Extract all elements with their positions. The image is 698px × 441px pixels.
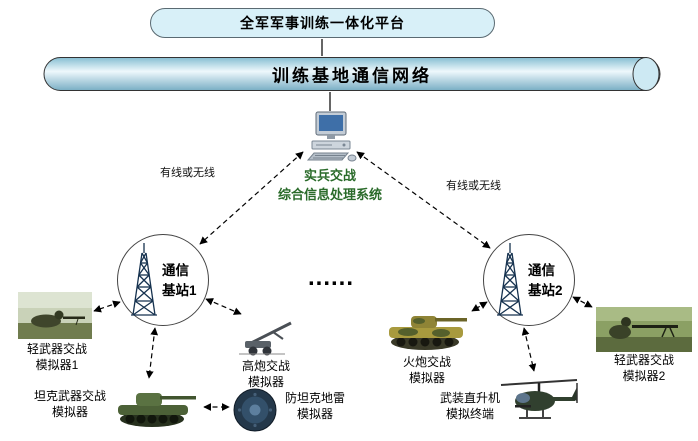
link-label-left: 有线或无线: [160, 167, 215, 179]
light-weapon-simulator-2-label: 轻武器交战 模拟器2: [598, 353, 690, 384]
link-station1-aagun: [205, 298, 242, 315]
base-station-1-line2: 基站1: [162, 283, 197, 299]
link-station1-tank: [145, 327, 159, 379]
base-station-2-line1: 通信: [528, 263, 555, 278]
base-station-1-line1: 通信: [162, 263, 189, 278]
device-label-line: 武装直升机: [439, 391, 500, 405]
device-label-line: 防坦克地雷: [284, 391, 345, 405]
link-station2-artillery: [471, 301, 488, 312]
tank-icon: [118, 393, 196, 427]
light-weapon-simulator-2-image: [596, 307, 692, 357]
link-processing-station2: [356, 151, 491, 249]
processing-system-label-line1: 实兵交战: [303, 168, 356, 183]
helicopter-terminal-label: 武装直升机 模拟终端: [436, 391, 504, 422]
helicopter-icon: [500, 379, 578, 419]
device-label-line: 轻武器交战: [613, 353, 674, 367]
artillery-simulator-image: [383, 307, 471, 357]
soldier-photo-icon: [18, 292, 92, 339]
link-processing-station1: [199, 151, 304, 245]
device-label-line: 坦克武器交战: [33, 389, 106, 403]
platform-title-label: 全军军事训练一体化平台: [240, 15, 405, 31]
aa-gun-simulator-image: [233, 317, 299, 362]
device-label-line: 火炮交战: [402, 355, 451, 369]
camo-tank-icon: [389, 316, 467, 350]
artillery-simulator-label: 火炮交战 模拟器: [386, 355, 468, 386]
base-station-2-line2: 基站2: [528, 283, 563, 299]
processing-system-label-line2: 综合信息处理系统: [277, 186, 382, 202]
link-station2-helicopter: [521, 327, 537, 372]
link-station1-lightweapon1: [93, 300, 121, 313]
tank-weapon-simulator-label: 坦克武器交战 模拟器: [26, 389, 114, 420]
network-bus-label: 训练基地通信网络: [272, 66, 432, 86]
device-label-line: 模拟终端: [445, 406, 494, 421]
device-label-line: 模拟器2: [622, 368, 666, 383]
ellipsis-dots: ......: [308, 264, 355, 291]
aa-gun-icon: [239, 321, 292, 356]
light-weapon-simulator-1-image: [18, 292, 92, 344]
machine-gunner-photo-icon: [596, 307, 692, 352]
processing-system-label: 实兵交战 综合信息处理系统: [245, 167, 415, 205]
link-label-right: 有线或无线: [446, 180, 501, 192]
aa-gun-simulator-label: 高炮交战 模拟器: [228, 359, 304, 390]
base-station-1: 通信 基站1: [117, 234, 209, 326]
device-label-line: 模拟器: [408, 370, 445, 385]
network-bus-shape: [43, 57, 661, 91]
network-bus: 训练基地通信网络: [42, 56, 662, 92]
device-label-line: 高炮交战: [241, 359, 290, 373]
link-station2-lightweapon2: [572, 296, 593, 308]
antenna-tower-icon: [131, 243, 157, 316]
device-label-line: 模拟器: [296, 406, 333, 421]
light-weapon-simulator-1-label: 轻武器交战 模拟器1: [12, 342, 102, 373]
helicopter-terminal-image: [497, 373, 581, 438]
device-label-line: 轻武器交战: [26, 342, 87, 356]
platform-title-box: 全军军事训练一体化平台: [150, 8, 495, 38]
device-label-line: 模拟器: [51, 404, 88, 419]
tank-weapon-simulator-image: [112, 381, 200, 434]
processing-system-icon: [302, 110, 358, 166]
anti-tank-mine-simulator-label: 防坦克地雷 模拟器: [280, 391, 350, 422]
base-station-2: 通信 基站2: [483, 234, 575, 326]
base-station-1-label: 通信 基站1: [162, 261, 197, 302]
device-label-line: 模拟器1: [35, 357, 79, 372]
anti-tank-mine-simulator-image: [232, 387, 278, 438]
base-station-2-label: 通信 基站2: [528, 261, 563, 302]
computer-icon: [306, 111, 357, 162]
mine-icon: [233, 388, 277, 432]
device-label-line: 模拟器: [247, 374, 284, 389]
antenna-tower-icon: [497, 243, 523, 316]
